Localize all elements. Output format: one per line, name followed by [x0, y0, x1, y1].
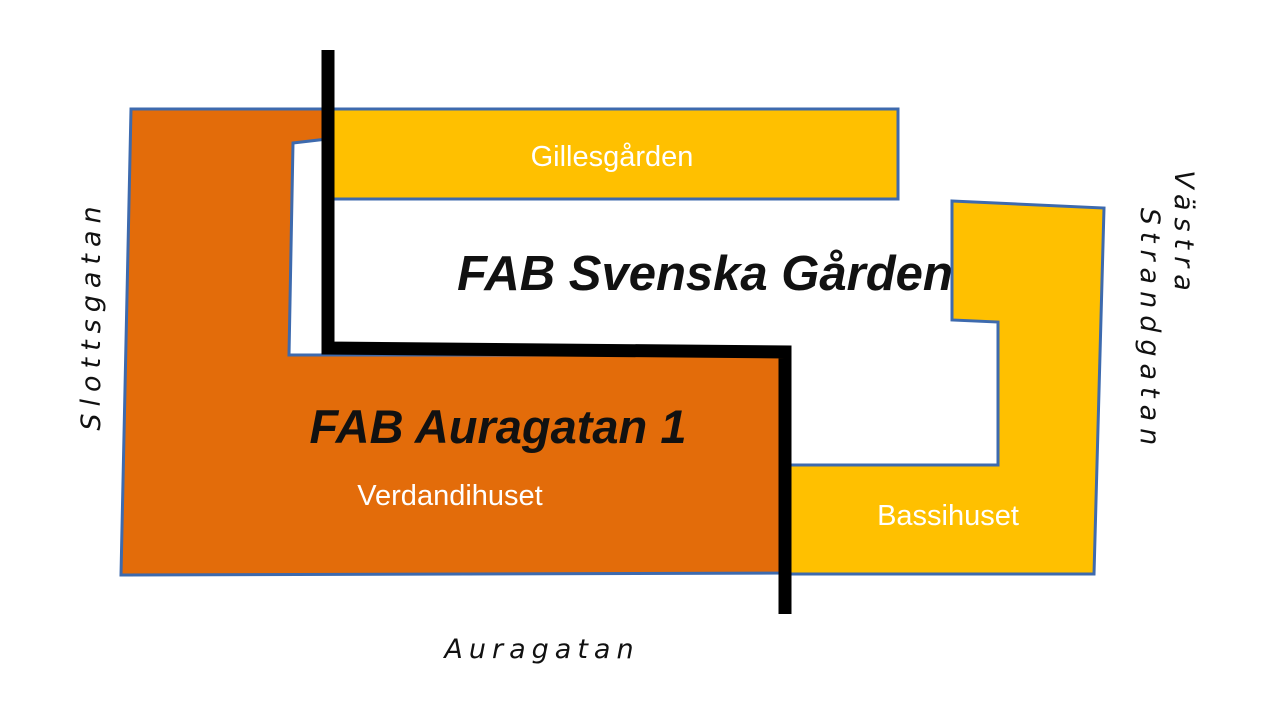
fab-svenska-garden-label: FAB Svenska Gården: [457, 247, 953, 301]
street-label-strandgatan: Strandgatan: [1134, 208, 1165, 453]
gillesgarden-label: Gillesgården: [531, 141, 694, 173]
fab-auragatan-1-label: FAB Auragatan 1: [310, 400, 687, 453]
property-boundary-line: [321, 50, 792, 614]
street-label-vastra: Västra: [1168, 170, 1199, 298]
bassihuset-label: Bassihuset: [877, 500, 1019, 532]
verdandihuset-label: Verdandihuset: [357, 480, 542, 512]
street-label-auragatan: Auragatan: [442, 634, 639, 665]
street-label-slottsgatan: Slottsgatan: [76, 199, 107, 430]
